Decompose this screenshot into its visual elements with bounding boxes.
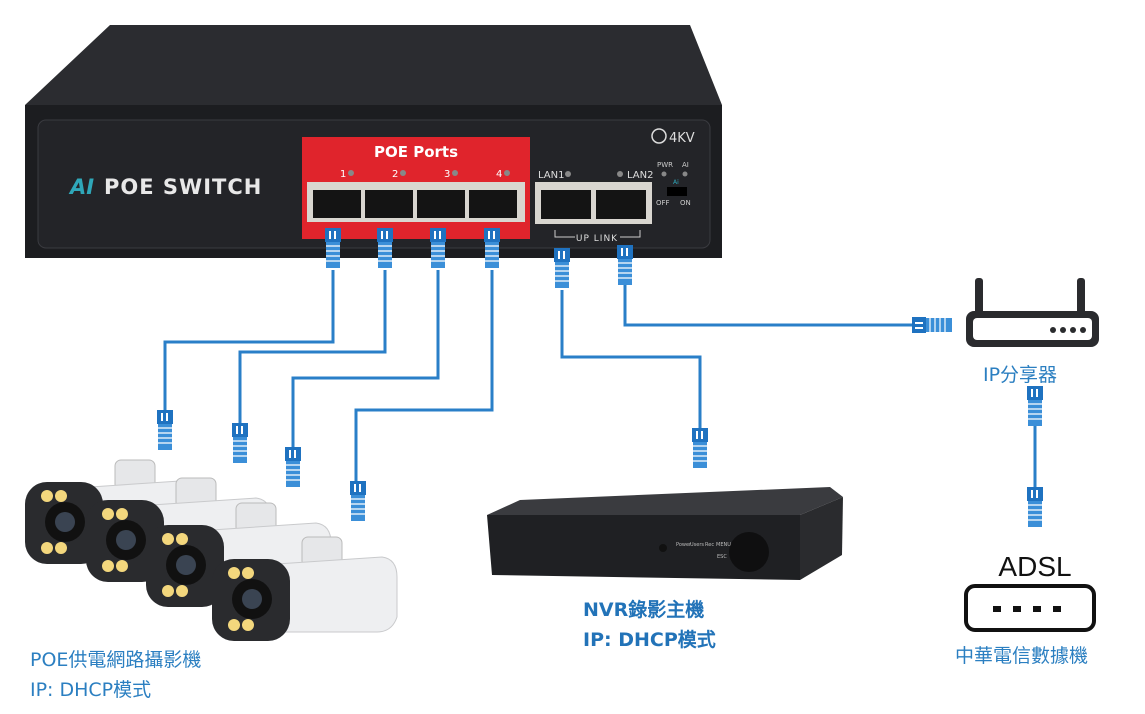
adsl-label: 中華電信數據機 <box>955 645 1089 667</box>
poe-port-3 <box>417 190 465 218</box>
ai-switch-label: Ai <box>673 179 679 186</box>
port-2-label: 2 <box>392 169 398 180</box>
poe-port-1 <box>313 190 361 218</box>
lan2-port <box>596 190 646 219</box>
poe-port-2 <box>365 190 413 218</box>
camera-label-line2: IP: DHCP模式 <box>30 679 152 701</box>
nvr-label-line2: IP: DHCP模式 <box>583 629 716 651</box>
poe-ports-title: POE Ports <box>374 143 458 161</box>
on-label: ON <box>680 199 691 207</box>
off-label: OFF <box>656 199 670 207</box>
lan2-label: LAN2 <box>627 170 653 181</box>
nvr-menu-label: MENU <box>716 542 731 548</box>
poe-ports <box>313 190 517 218</box>
connectors <box>156 227 1044 528</box>
lan1-port <box>541 190 591 219</box>
cable-port-4 <box>354 270 494 482</box>
poe-cameras <box>24 459 398 642</box>
surge-icon <box>651 128 667 144</box>
uplink-label: UP LINK <box>576 234 618 244</box>
port-4-label: 4 <box>496 169 502 180</box>
nvr-power-label: Power <box>676 542 692 548</box>
cable-lan1-nvr <box>560 290 702 428</box>
nvr-users-label: Users <box>690 542 704 548</box>
poe-switch: AI POE SWITCH POE Ports 1 2 3 4 LAN1 LAN… <box>25 25 722 258</box>
cable-port-3 <box>291 270 440 448</box>
nvr-rec-label: Rec <box>705 542 714 548</box>
cable-lan2-router <box>623 285 912 327</box>
adsl-modem-icon <box>964 584 1096 632</box>
cable-port-1 <box>163 270 335 415</box>
nvr-label-line1: NVR錄影主機 <box>583 599 705 621</box>
adsl-title: ADSL <box>998 551 1071 582</box>
router-icon <box>966 278 1099 347</box>
cable-port-2 <box>238 270 387 425</box>
brand-prefix: AI <box>68 175 94 199</box>
ai-toggle[interactable] <box>667 187 687 196</box>
port-3-label: 3 <box>444 169 450 180</box>
cables <box>163 270 1037 492</box>
router-label: IP分享器 <box>983 364 1058 386</box>
nvr-esc-label: ESC <box>717 554 727 560</box>
brand-label: POE SWITCH <box>104 175 262 199</box>
nvr-device: Power Users Rec MENU ESC <box>487 487 843 580</box>
pwr-label: PWR <box>657 161 673 169</box>
lan1-label: LAN1 <box>538 170 564 181</box>
ai-label: AI <box>682 161 689 169</box>
poe-port-4 <box>469 190 517 218</box>
camera-label-line1: POE供電網路攝影機 <box>30 649 202 671</box>
port-1-label: 1 <box>340 169 346 180</box>
surge-label: 4KV <box>669 131 695 146</box>
